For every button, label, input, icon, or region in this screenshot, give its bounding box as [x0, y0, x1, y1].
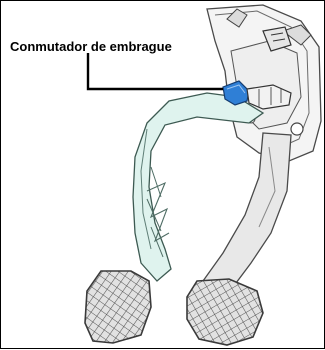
brake-pedal-pad — [187, 279, 263, 345]
clutch-switch-label: Conmutador de embrague — [10, 40, 172, 53]
clutch-pedal-pad — [85, 271, 151, 343]
callout-leader-line — [88, 53, 223, 89]
brake-pedal-arm — [203, 133, 291, 293]
